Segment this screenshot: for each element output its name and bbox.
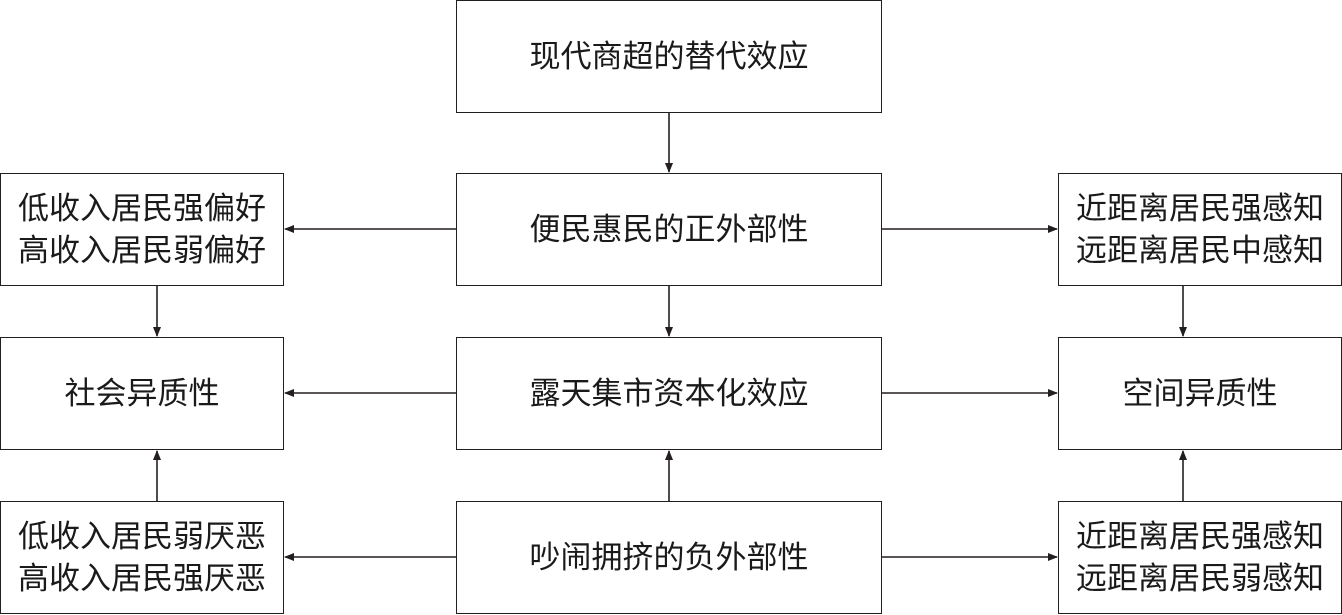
node-text: 吵闹拥挤的负外部性	[529, 539, 809, 576]
node-text: 便民惠民的正外部性	[529, 211, 809, 248]
node-text-line2: 远距离居民弱感知	[1076, 560, 1324, 597]
node-text: 现代商超的替代效应	[529, 38, 809, 75]
node-text: 露天集市资本化效应	[529, 375, 809, 412]
node-substitution-effect: 现代商超的替代效应	[456, 0, 882, 113]
node-text-line1: 低收入居民弱厌恶	[18, 518, 266, 555]
node-text-line1: 低收入居民强偏好	[18, 190, 266, 227]
node-text-line2: 高收入居民弱偏好	[18, 232, 266, 269]
node-text-line2: 高收入居民强厌恶	[18, 560, 266, 597]
node-text: 社会异质性	[64, 375, 220, 412]
node-distance-perception-negative: 近距离居民强感知 远距离居民弱感知	[1058, 501, 1342, 614]
node-text-line1: 近距离居民强感知	[1076, 190, 1324, 227]
node-spatial-heterogeneity: 空间异质性	[1058, 337, 1342, 450]
node-text-line2: 远距离居民中感知	[1076, 232, 1324, 269]
node-social-heterogeneity: 社会异质性	[0, 337, 284, 450]
node-income-preference: 低收入居民强偏好 高收入居民弱偏好	[0, 173, 284, 286]
node-income-aversion: 低收入居民弱厌恶 高收入居民强厌恶	[0, 501, 284, 614]
node-negative-externality: 吵闹拥挤的负外部性	[456, 501, 882, 614]
node-positive-externality: 便民惠民的正外部性	[456, 173, 882, 286]
node-text: 空间异质性	[1122, 375, 1278, 412]
node-capitalization-effect: 露天集市资本化效应	[456, 337, 882, 450]
node-text-line1: 近距离居民强感知	[1076, 518, 1324, 555]
node-distance-perception-positive: 近距离居民强感知 远距离居民中感知	[1058, 173, 1342, 286]
